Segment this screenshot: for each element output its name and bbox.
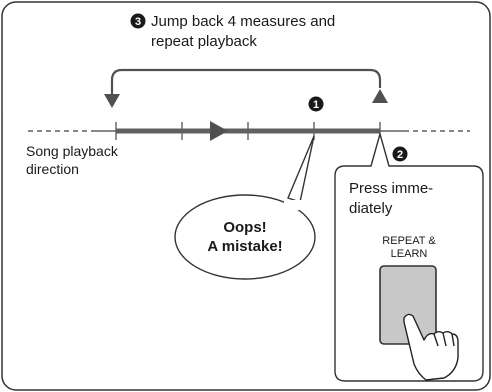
- step2-marker: [392, 146, 408, 162]
- speech-bubble-seam-cover: [284, 200, 302, 210]
- bubble-text-line2: A mistake!: [207, 238, 282, 255]
- step1-marker-number: 1: [313, 99, 319, 111]
- step3-marker: [130, 13, 146, 29]
- finger-crease: [451, 333, 455, 347]
- callout-text-line2: diately: [349, 200, 393, 217]
- playback-direction-arrowhead: [210, 121, 228, 141]
- callout-text-line1: Press imme-: [349, 180, 433, 197]
- timeline: [28, 121, 470, 141]
- mistake-speech-bubble: Oops! A mistake!: [174, 135, 316, 280]
- bubble-text-line1: Oops!: [223, 219, 266, 236]
- step2-marker-group: 2: [392, 146, 408, 162]
- direction-text-line2: direction: [26, 161, 79, 177]
- jump-back-arrowhead-up: [372, 89, 388, 103]
- step1-marker: [308, 96, 324, 112]
- button-label-line1: REPEAT &: [382, 235, 436, 247]
- finger-crease: [433, 333, 439, 347]
- jump-back-arrowhead-down: [104, 94, 120, 108]
- repeat-learn-button[interactable]: [379, 265, 437, 345]
- finger-crease: [442, 332, 447, 347]
- button-label-line2: LEARN: [391, 248, 428, 260]
- step3-marker-number: 3: [135, 16, 141, 28]
- hand-shape: [403, 313, 459, 381]
- press-callout: Press imme- diately REPEAT & LEARN: [334, 131, 484, 382]
- step1-marker-group: 1: [308, 96, 324, 112]
- jump-back-path: [110, 68, 382, 96]
- direction-label: Song playback direction: [26, 143, 119, 177]
- step3-label: 3 Jump back 4 measures and repeat playba…: [130, 13, 335, 50]
- jump-back-arrow: [104, 68, 388, 108]
- step3-text-line2: repeat playback: [151, 33, 257, 50]
- direction-text-line1: Song playback: [26, 143, 119, 159]
- callout-box: [334, 131, 484, 382]
- step2-marker-number: 2: [397, 149, 403, 161]
- step3-text-line1: Jump back 4 measures and: [151, 13, 335, 30]
- speech-bubble-body: [174, 194, 316, 280]
- pressing-hand-icon: [403, 313, 459, 381]
